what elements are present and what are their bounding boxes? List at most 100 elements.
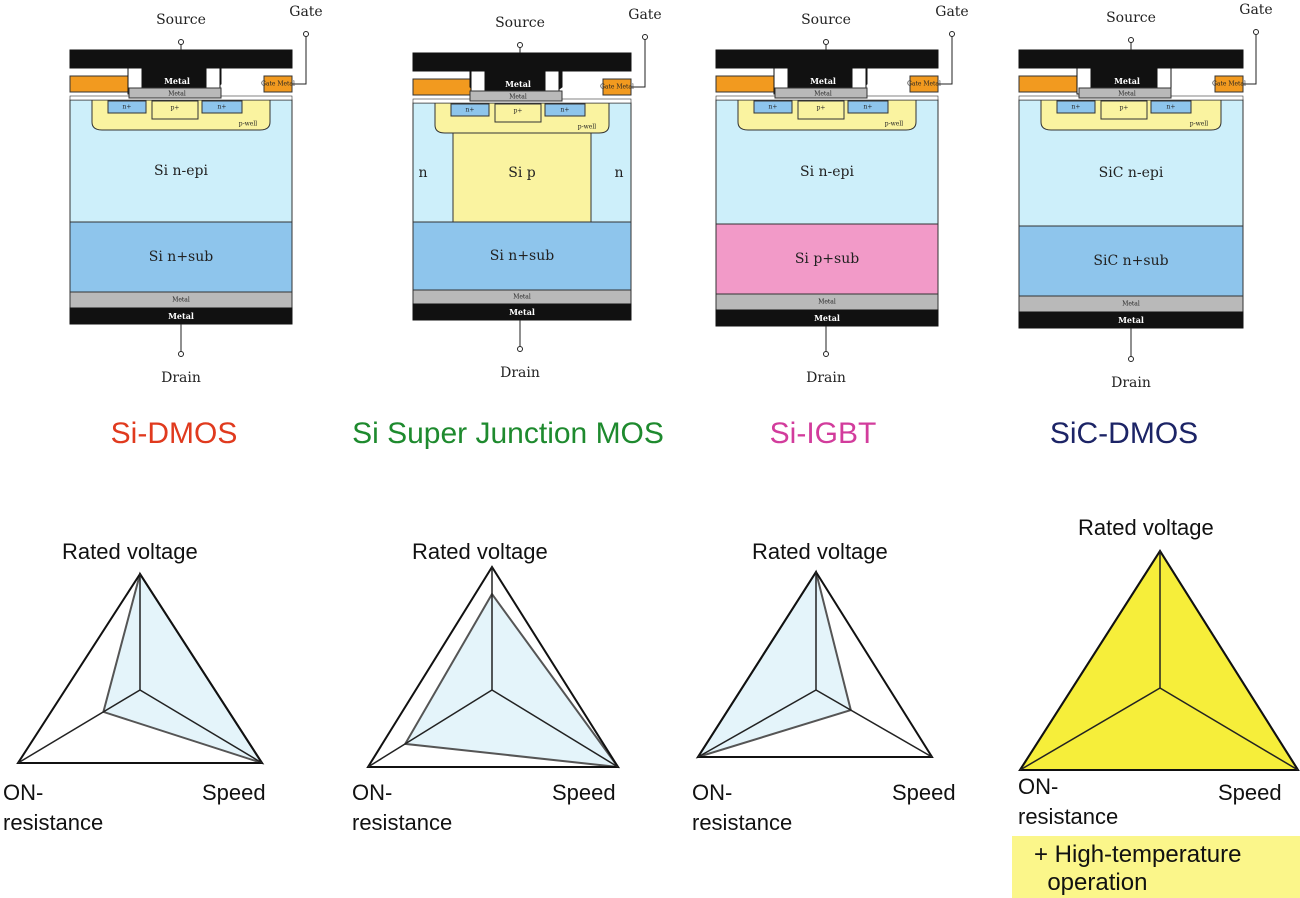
gate-lead: [292, 32, 307, 85]
p-plus: [797, 100, 845, 120]
n-left-label: n: [418, 164, 428, 181]
metal-top-label: Metal: [1114, 76, 1140, 86]
axis-on-resistance: [367, 689, 493, 768]
label-rated-voltage: Rated voltage: [62, 539, 198, 564]
epi-label: SiC n-epi: [1098, 165, 1164, 181]
drain-metal-black: [412, 303, 632, 321]
radar-value-area: [102, 571, 265, 765]
axis-speed: [139, 689, 263, 764]
label-rated-voltage: Rated voltage: [412, 539, 548, 564]
axis-speed: [815, 689, 933, 758]
radar-outline: [16, 572, 264, 764]
radar-outline: [696, 570, 934, 758]
drain-metal-black-label: Metal: [168, 311, 194, 321]
n-plus-right: [201, 100, 243, 114]
p-plus: [1100, 100, 1148, 120]
label-rated-voltage: Rated voltage: [1078, 515, 1214, 540]
substrate-layer: [412, 221, 632, 291]
n-plus-left: [107, 100, 147, 114]
p-plus-label: p+: [1119, 104, 1129, 112]
title-si-sj-mos: Si Super Junction MOS: [352, 417, 664, 450]
n-plus-right-label: n+: [863, 103, 873, 111]
label-on-resistance: ON- resistance: [3, 780, 104, 835]
gate-metal-label: Gate Metal: [261, 80, 295, 88]
radar-value-area: [695, 569, 853, 759]
metal-mid-label: Metal: [168, 90, 186, 98]
gate-lead: [938, 32, 953, 85]
n-plus-right: [1150, 100, 1192, 114]
pillar-label: Si p: [508, 164, 536, 181]
high-temperature-note: + High-temperature operation: [1012, 836, 1300, 898]
label-speed: Speed: [202, 780, 266, 805]
gate-label: Gate: [935, 4, 969, 20]
drain-metal-gray-label: Metal: [172, 296, 190, 304]
source-label: Source: [1106, 10, 1156, 26]
p-well-label: p-well: [577, 123, 597, 131]
drain-label: Drain: [500, 365, 540, 381]
metal-top-label: Metal: [164, 76, 190, 86]
n-plus-left: [450, 103, 490, 117]
gate-metal-label: Gate Metal: [907, 80, 941, 88]
label-on-resistance: ON- resistance: [692, 780, 793, 835]
metal-mid-label: Metal: [814, 90, 832, 98]
n-plus-left-label: n+: [465, 106, 475, 114]
metal-top-label: Metal: [505, 79, 531, 89]
device-svg-si-dmos: [69, 31, 309, 357]
p-well-label: p-well: [884, 120, 904, 128]
p-pillar: [452, 127, 592, 223]
metal-top-label: Metal: [810, 76, 836, 86]
n-plus-right-label: n+: [560, 106, 570, 114]
axis-speed: [491, 689, 619, 768]
radar-si-igbt: [695, 569, 934, 759]
n-plus-right: [847, 100, 889, 114]
source-contact-metal: [469, 90, 563, 102]
p-plus: [151, 100, 199, 120]
gate-label: Gate: [289, 4, 323, 20]
label-speed: Speed: [1218, 780, 1282, 805]
substrate-label: SiC n+sub: [1093, 253, 1169, 269]
p-plus: [494, 103, 542, 123]
p-well-label: p-well: [238, 120, 258, 128]
source-label: Source: [801, 12, 851, 28]
title-si-dmos: Si-DMOS: [110, 417, 238, 450]
substrate-layer: [1018, 225, 1244, 297]
label-speed: Speed: [892, 780, 956, 805]
radar-si-sj-mos: [366, 565, 621, 769]
source-contact-metal: [774, 87, 868, 99]
label-speed: Speed: [552, 780, 616, 805]
label-on-resistance: ON- resistance: [1018, 774, 1119, 829]
axis-speed: [1159, 687, 1299, 771]
n-plus-right: [544, 103, 586, 117]
gate-metal-label: Gate Metal: [600, 83, 634, 91]
drain-metal-gray-label: Metal: [818, 298, 836, 306]
substrate-label: Si n+sub: [489, 248, 555, 264]
source-label: Source: [495, 15, 545, 31]
metal-mid-label: Metal: [509, 93, 527, 101]
label-rated-voltage: Rated voltage: [752, 539, 888, 564]
substrate-label: Si p+sub: [794, 251, 860, 267]
n-plus-left-label: n+: [1071, 103, 1081, 111]
radar-si-dmos: [16, 571, 265, 765]
drain-metal-gray-label: Metal: [1122, 300, 1140, 308]
drain-label: Drain: [1111, 375, 1151, 391]
n-plus-left-label: n+: [768, 103, 778, 111]
radar-outline: [366, 565, 620, 768]
substrate-layer: [69, 221, 293, 293]
source-label: Source: [156, 12, 206, 28]
radar-sic-dmos: [1018, 549, 1300, 771]
p-plus-label: p+: [170, 104, 180, 112]
gate-label: Gate: [1239, 2, 1273, 18]
source-contact-metal: [128, 87, 222, 99]
axis-on-resistance: [1019, 687, 1161, 771]
n-plus-left: [753, 100, 793, 114]
n-plus-left-label: n+: [122, 103, 132, 111]
drain-metal-black: [715, 309, 939, 327]
p-plus-label: p+: [513, 107, 523, 115]
n-plus-right-label: n+: [217, 103, 227, 111]
axis-on-resistance: [17, 689, 141, 764]
device-svg-si-sj-mos: [412, 34, 648, 352]
